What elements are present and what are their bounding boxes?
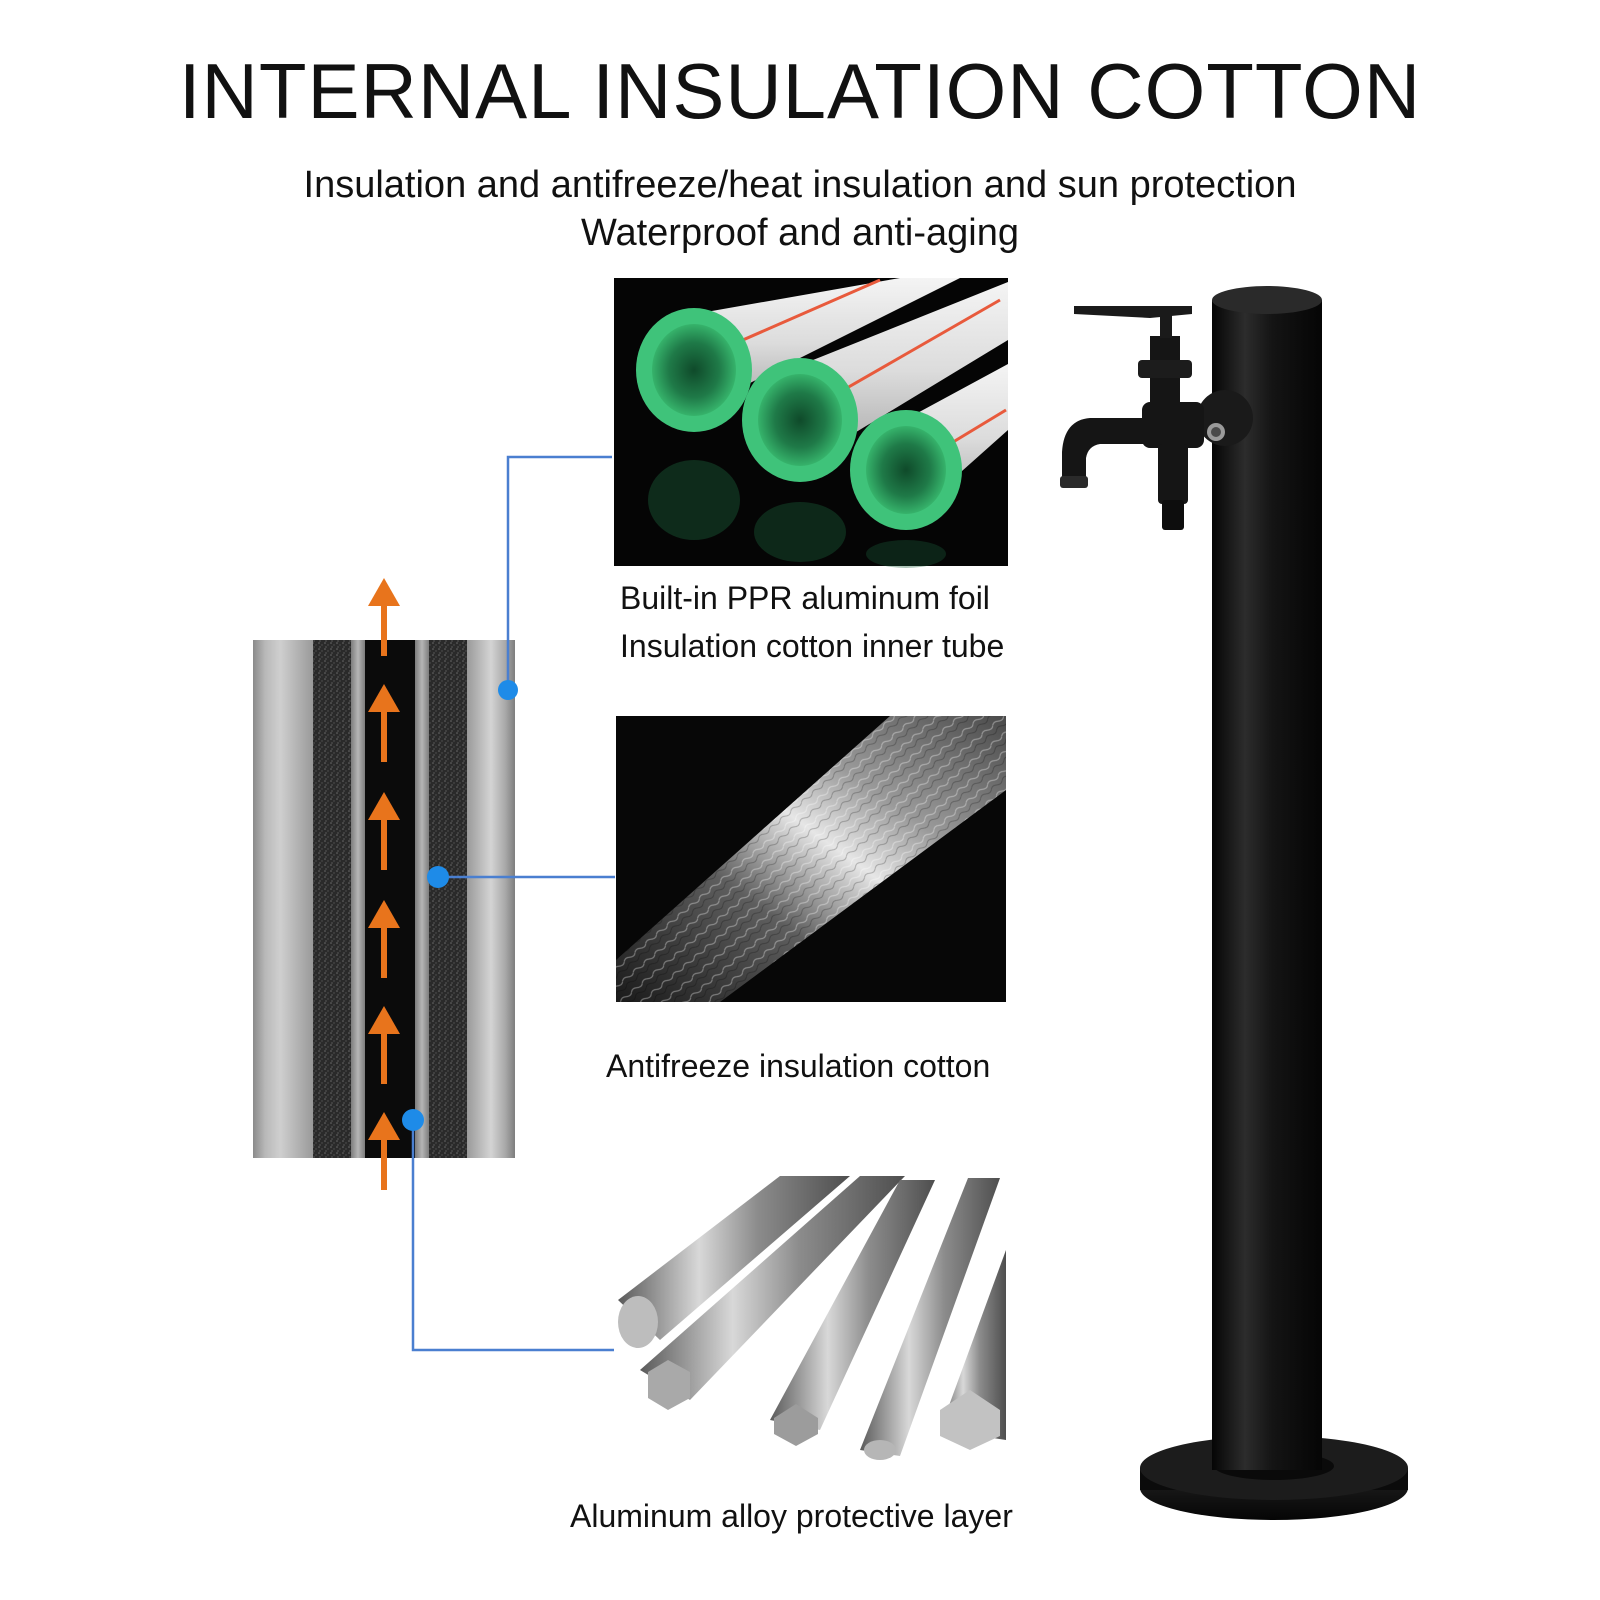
subtitle-line-2: Waterproof and anti-aging xyxy=(581,212,1019,254)
insulation-cotton-right xyxy=(429,640,467,1158)
upward-flow-arrow-icon xyxy=(368,684,400,762)
flow-arrows xyxy=(368,578,400,1190)
caption-aluminum-layer: Aluminum alloy protective layer xyxy=(570,1492,1013,1540)
connector-ppr xyxy=(506,455,612,690)
upward-flow-arrow-icon xyxy=(368,900,400,978)
upward-flow-arrow-icon xyxy=(368,578,400,656)
faucet-handle xyxy=(1074,306,1192,318)
aluminum-rod xyxy=(940,1250,1006,1440)
connector-lines xyxy=(411,455,615,1352)
caption-cotton-line-1: Antifreeze insulation cotton xyxy=(606,1048,991,1084)
connector-aluminum xyxy=(411,1120,614,1352)
upward-flow-arrow-icon xyxy=(368,1112,400,1190)
aluminum-foil-insulation-image xyxy=(616,716,1006,1002)
aluminum-alloy-rods-image xyxy=(616,1176,1006,1460)
caption-ppr-line-1: Built-in PPR aluminum foil xyxy=(620,580,990,616)
outer-aluminum-layer-right xyxy=(467,640,515,1158)
aluminum-rod xyxy=(618,1176,850,1340)
inner-tube-wall-left xyxy=(351,640,365,1158)
subtitle-line-1: Insulation and antifreeze/heat insulatio… xyxy=(303,164,1297,206)
caption-ppr-inner-tube: Built-in PPR aluminum foil Insulation co… xyxy=(620,574,1004,670)
aluminum-rod xyxy=(860,1178,1000,1456)
aluminum-rod xyxy=(640,1176,905,1400)
water-channel xyxy=(365,640,415,1158)
insulation-cotton-left xyxy=(313,640,351,1158)
caption-ppr-line-2: Insulation cotton inner tube xyxy=(620,628,1005,664)
page-title: INTERNAL INSULATION COTTON xyxy=(178,47,1422,135)
connector-dots xyxy=(402,680,518,1131)
connector-dot-icon xyxy=(402,1109,424,1131)
faucet-flange xyxy=(1197,390,1253,446)
inner-tube-wall-right xyxy=(415,640,429,1158)
upward-flow-arrow-icon xyxy=(368,1006,400,1084)
post-column xyxy=(1212,300,1322,1470)
caption-insulation-cotton: Antifreeze insulation cotton xyxy=(606,1042,990,1090)
ppr-pipes-image xyxy=(614,278,1008,568)
connector-dot-icon xyxy=(498,680,518,700)
aluminum-rod xyxy=(770,1180,935,1430)
outer-aluminum-layer-left xyxy=(253,640,313,1158)
upward-flow-arrow-icon xyxy=(368,792,400,870)
pipe-cross-section xyxy=(253,640,515,1158)
post-cap xyxy=(1212,286,1322,314)
garden-faucet-post xyxy=(1060,286,1408,1520)
caption-aluminum-line-1: Aluminum alloy protective layer xyxy=(570,1498,1013,1534)
faucet-body xyxy=(1142,402,1204,448)
faucet-spout xyxy=(1062,418,1150,482)
hose-connector xyxy=(1158,444,1188,504)
faucet xyxy=(1060,306,1253,530)
connector-dot-icon xyxy=(427,866,449,888)
